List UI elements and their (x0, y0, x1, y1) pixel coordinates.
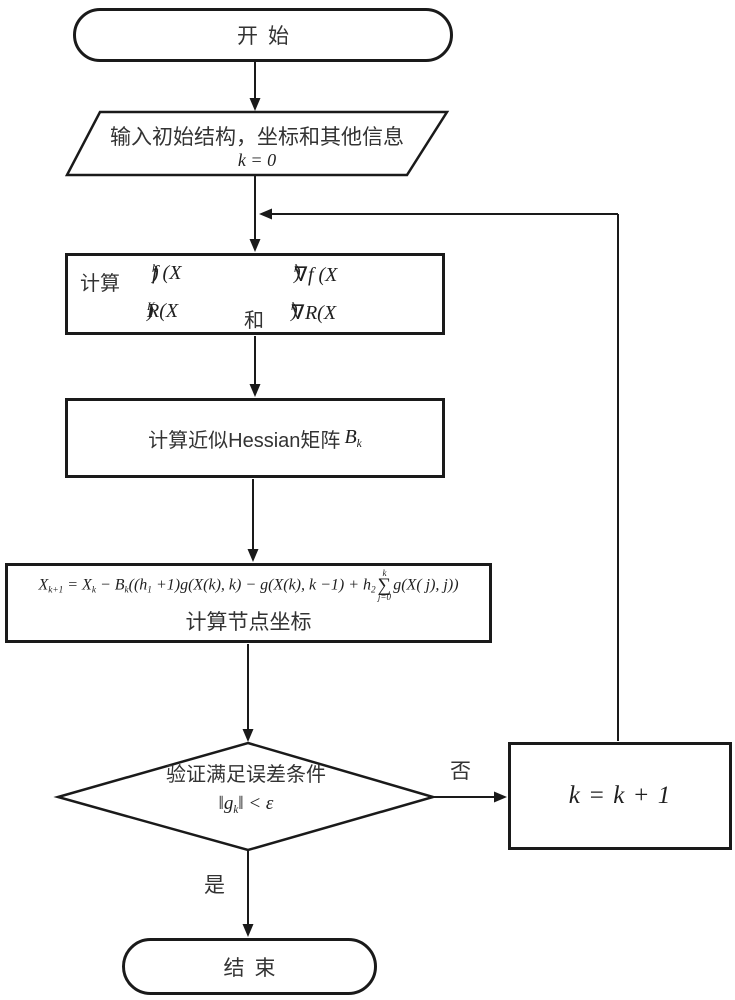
arrowhead-update (248, 549, 259, 562)
hessian-math: Bk (344, 426, 361, 450)
k-increment-node: k = k + 1 (508, 742, 732, 850)
compute-and: 和 (244, 304, 264, 333)
arrowhead-end (243, 924, 254, 937)
compute-verb: 计算 (80, 267, 120, 296)
arrowhead-compute (250, 239, 261, 252)
input-line2: k = 0 (238, 150, 276, 171)
k-increment-expr: k = k + 1 (569, 782, 671, 810)
decision-node-text: 验证满足误差条件 ‖gk‖ < ε (76, 758, 416, 816)
arrowhead-input (250, 98, 261, 111)
no-branch-label: 否 (450, 755, 471, 785)
update-formula: Xk+1 = Xk − Bk((h1 +1)g(X(k), k) − g(X(k… (38, 570, 458, 601)
summation-symbol: k∑j=0 (378, 570, 392, 601)
update-caption: 计算节点坐标 (186, 606, 312, 636)
arrowhead-loop-return (259, 209, 272, 220)
hessian-text: 计算近似Hessian矩阵 (148, 424, 340, 453)
start-node: 开始 (73, 8, 453, 62)
decision-condition: ‖gk‖ < ε (76, 793, 416, 816)
yes-branch-label: 是 (204, 869, 225, 899)
start-label: 开始 (227, 20, 299, 50)
compute-node: 计算 f (Xk) ∇f (Xk) R(XK) 和 ∇R(Xk) (65, 253, 445, 335)
decision-line1: 验证满足误差条件 (76, 758, 416, 787)
input-k-rest: = 0 (246, 150, 276, 170)
update-node: Xk+1 = Xk − Bk((h1 +1)g(X(k), k) − g(X(k… (5, 563, 492, 643)
arrowhead-hessian (250, 384, 261, 397)
end-label: 结束 (214, 952, 286, 982)
input-k-var: k (238, 150, 246, 170)
arrowhead-decision (243, 729, 254, 742)
hessian-node: 计算近似Hessian矩阵 Bk (65, 398, 445, 478)
input-line1: 输入初始结构，坐标和其他信息 (110, 121, 404, 151)
input-node-text: 输入初始结构，坐标和其他信息 k = 0 (67, 117, 447, 175)
arrowhead-kbox (494, 792, 507, 803)
end-node: 结束 (122, 938, 377, 995)
